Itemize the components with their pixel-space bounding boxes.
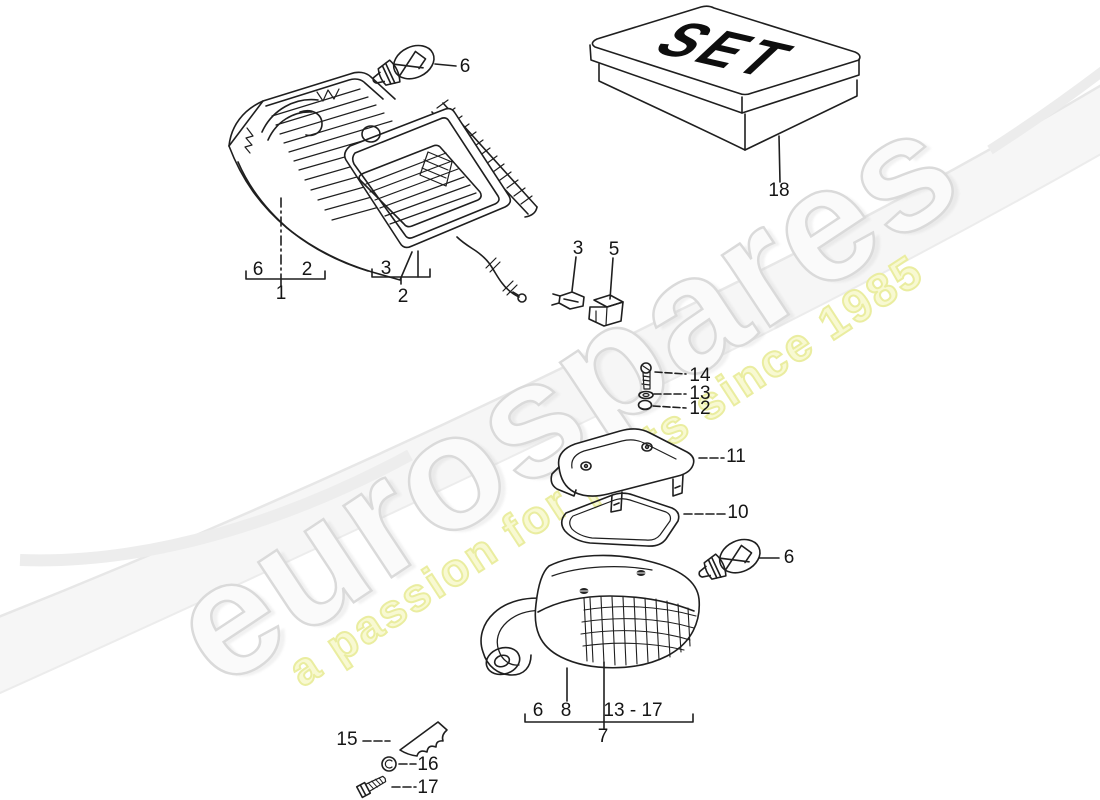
part-label-13: 13 xyxy=(689,383,711,404)
mounting-arm-8 xyxy=(480,597,550,676)
part-label-6-top: 6 xyxy=(459,56,471,77)
connector-terminal-3 xyxy=(551,291,585,310)
washer-16 xyxy=(381,756,397,772)
connector-plug-5 xyxy=(588,294,624,327)
set-box xyxy=(589,5,861,183)
part-label-18: 18 xyxy=(768,180,790,201)
cover-11 xyxy=(550,428,695,513)
leader-5 xyxy=(609,257,614,300)
part-label-14: 14 xyxy=(689,365,711,386)
part-label-16: 16 xyxy=(417,754,439,775)
washer-13 xyxy=(638,390,654,400)
part-label-3-wire: 3 xyxy=(572,238,584,259)
part-label-6-left: 6 xyxy=(252,259,264,280)
bracket-group-7 xyxy=(524,713,694,723)
screw-14 xyxy=(640,362,652,390)
part-label-17: 17 xyxy=(417,777,439,798)
part-label-1: 1 xyxy=(275,283,287,304)
cap-nut-12 xyxy=(637,399,653,411)
part-label-6-mid: 6 xyxy=(783,547,795,568)
leader-18 xyxy=(778,135,781,183)
part-label-7: 7 xyxy=(597,726,609,747)
part-label-6-bottom: 6 xyxy=(532,700,544,721)
gasket-10 xyxy=(560,492,680,547)
bracket-group-2 xyxy=(371,250,431,285)
screw-17 xyxy=(355,775,387,799)
lamp-assembly-7 xyxy=(480,554,701,676)
leaders-15-16-17 xyxy=(362,740,417,788)
part-label-13-17: 13 - 17 xyxy=(603,700,663,721)
clip-15 xyxy=(399,721,448,757)
wire-harness xyxy=(456,236,527,303)
lens-frame xyxy=(343,107,512,249)
leader-6-top xyxy=(434,63,457,67)
bracket-group-1 xyxy=(245,197,326,287)
part-label-2-frame: 2 xyxy=(397,286,409,307)
part-label-2-left: 2 xyxy=(301,259,313,280)
part-label-10: 10 xyxy=(727,502,749,523)
part-label-8: 8 xyxy=(560,700,572,721)
part-label-15: 15 xyxy=(336,729,358,750)
bulb-top-icon xyxy=(372,44,435,86)
part-label-12: 12 xyxy=(689,398,711,419)
leaders-12-13-14 xyxy=(652,371,687,409)
part-label-5: 5 xyxy=(608,239,620,260)
part-label-11: 11 xyxy=(726,446,746,467)
leader-3 xyxy=(571,256,577,292)
part-label-3-frame: 3 xyxy=(380,258,392,279)
bulb-mid-icon xyxy=(698,538,761,580)
